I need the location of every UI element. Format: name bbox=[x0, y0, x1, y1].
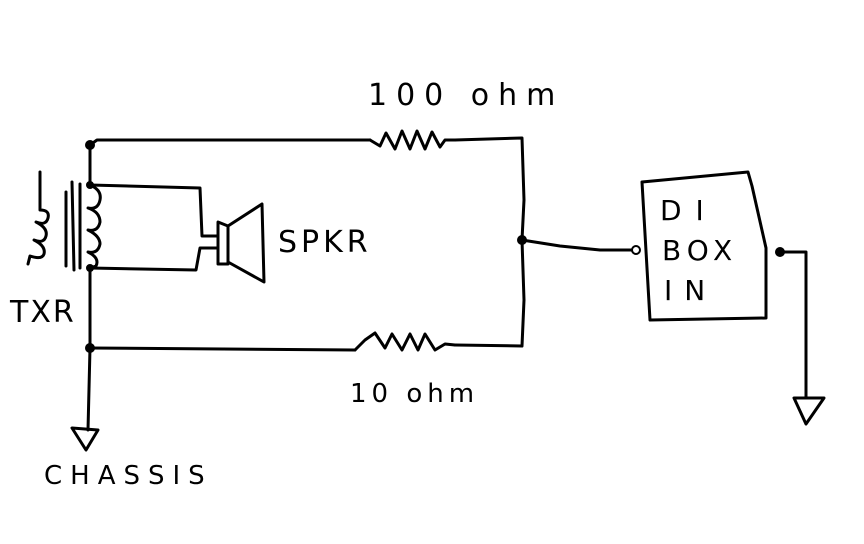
speaker-wire-top bbox=[88, 183, 220, 238]
di-box-label-line3: IN bbox=[664, 274, 717, 307]
di-output-terminal bbox=[775, 247, 785, 257]
bottom-wire bbox=[88, 346, 357, 352]
top-wire-right bbox=[453, 136, 526, 242]
transformer-secondary-coil bbox=[86, 183, 102, 270]
di-output-wire bbox=[778, 250, 808, 400]
speaker-icon bbox=[216, 202, 266, 284]
junction-dot-coil-bottom bbox=[86, 264, 94, 272]
resistor-10-ohm bbox=[353, 331, 457, 352]
transformer-primary-coil bbox=[26, 170, 50, 266]
chassis-ground-icon bbox=[70, 426, 100, 452]
junction-dot-bottom-left bbox=[85, 343, 95, 353]
chassis-ground-label: CHASSIS bbox=[44, 461, 213, 491]
junction-dot-right bbox=[517, 235, 527, 245]
junction-dot-top-left bbox=[85, 140, 95, 150]
resistor-100-ohm-label: 100 ohm bbox=[368, 78, 564, 113]
bottom-wire-right bbox=[453, 238, 526, 348]
di-input-terminal bbox=[631, 245, 641, 255]
junction-dot-coil-top bbox=[86, 181, 94, 189]
resistor-100-ohm bbox=[368, 129, 457, 151]
transformer-label: TXR bbox=[9, 295, 76, 330]
wire-to-di-box bbox=[520, 238, 636, 252]
top-wire bbox=[88, 138, 372, 147]
transformer-core-left bbox=[70, 180, 76, 272]
di-box-label-line2: BOX bbox=[662, 234, 738, 267]
resistor-10-ohm-label: 10 ohm bbox=[350, 379, 479, 409]
speaker-wire-bottom bbox=[88, 246, 220, 272]
speaker-label: SPKR bbox=[278, 225, 372, 260]
di-box-outline bbox=[640, 170, 768, 322]
di-box-label-line1: DI bbox=[660, 194, 718, 227]
right-ground-icon bbox=[792, 396, 826, 426]
